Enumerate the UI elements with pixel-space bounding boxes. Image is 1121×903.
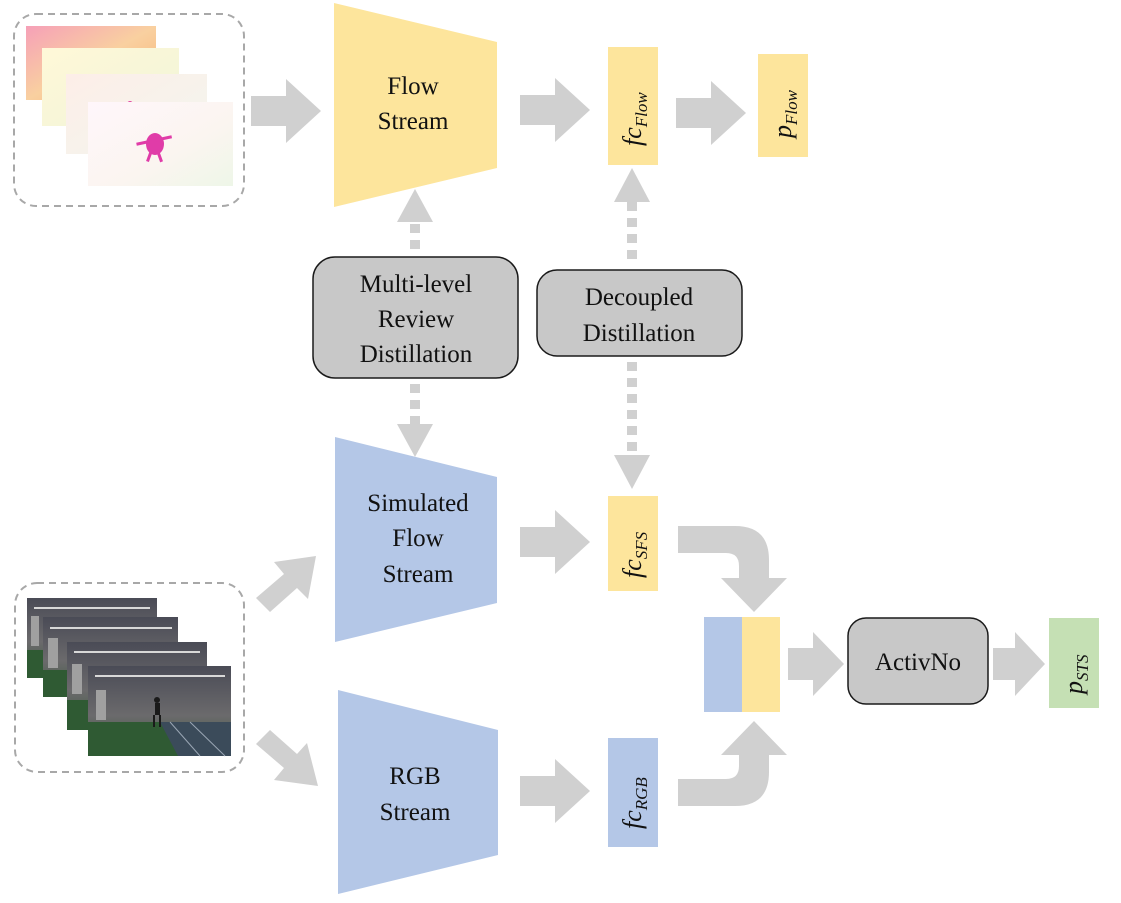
arrow-simstream-to-fcsfs bbox=[520, 510, 590, 574]
optical-flow-frames bbox=[13, 13, 245, 207]
arrow-decoupled-to-fcsfs bbox=[614, 455, 650, 489]
rgb-frames-border bbox=[14, 582, 245, 773]
sim-stream-label-2: Flow bbox=[392, 525, 443, 552]
p-flow-box bbox=[758, 54, 808, 157]
arrow-fcsfs-to-concat bbox=[678, 526, 787, 612]
flow-person-silhouette bbox=[136, 133, 173, 163]
fc-rgb-label: fcRGB bbox=[618, 777, 651, 829]
rgb-stream-block bbox=[338, 690, 498, 894]
flow-stream-label-1: Flow bbox=[387, 73, 438, 100]
arrow-fcflow-to-pflow bbox=[676, 81, 746, 145]
activno-box bbox=[847, 617, 989, 705]
arrow-fcrgb-to-concat bbox=[678, 721, 787, 806]
arrow-decoupled-to-fcflow bbox=[614, 168, 650, 202]
rgb-stream-label-1: RGB bbox=[389, 763, 440, 790]
decoupled-distillation-box bbox=[536, 269, 743, 357]
decoupled-box-line-2: Distillation bbox=[583, 320, 696, 347]
fc-flow-box bbox=[608, 47, 658, 165]
concat-blue-part bbox=[704, 617, 742, 712]
activno-label: ActivNo bbox=[875, 649, 961, 676]
arrow-review-to-simstream bbox=[397, 424, 433, 457]
sim-stream-label-3: Stream bbox=[383, 561, 454, 588]
review-distillation-arrows bbox=[397, 189, 433, 457]
flow-frames-border bbox=[13, 13, 245, 207]
decoupled-box-line-1: Decoupled bbox=[585, 284, 694, 311]
flow-stream-block bbox=[334, 3, 497, 207]
review-box-line-1: Multi-level bbox=[360, 271, 473, 298]
flow-stream-label-2: Stream bbox=[378, 108, 449, 135]
review-box-line-2: Review bbox=[378, 306, 454, 333]
arrow-concat-to-activno bbox=[788, 632, 844, 696]
arrow-flowstream-to-fcflow bbox=[520, 78, 590, 142]
arrow-flowframes-to-flowstream bbox=[251, 79, 321, 143]
sim-stream-label-1: Simulated bbox=[367, 490, 469, 517]
data-flow-arrows bbox=[251, 78, 1045, 823]
arrow-rgbframes-to-rgbstream bbox=[256, 730, 318, 786]
arrow-rgbframes-to-simstream bbox=[256, 556, 316, 612]
review-box-line-3: Distillation bbox=[360, 341, 473, 368]
fc-flow-label: fcFlow bbox=[618, 92, 651, 146]
decoupled-distillation-arrows bbox=[614, 168, 650, 489]
fc-rgb-box bbox=[608, 738, 658, 847]
p-flow-label: pFlow bbox=[768, 89, 801, 140]
simulated-flow-stream-block bbox=[335, 437, 497, 642]
concat-yellow-part bbox=[742, 617, 780, 712]
rgb-person bbox=[153, 697, 161, 727]
arrow-activno-to-psts bbox=[993, 632, 1045, 696]
arrow-rgbstream-to-fcrgb bbox=[520, 759, 590, 823]
fc-sfs-label: fcSFS bbox=[618, 531, 651, 578]
arrow-review-to-flowstream bbox=[397, 189, 433, 222]
multi-level-review-distillation-box bbox=[312, 256, 519, 379]
rgb-stream-label-2: Stream bbox=[380, 799, 451, 826]
p-sts-label: pSTS bbox=[1059, 654, 1092, 696]
p-sts-box bbox=[1049, 618, 1099, 708]
fc-sfs-box bbox=[608, 496, 658, 591]
rgb-video-frames bbox=[14, 582, 245, 773]
